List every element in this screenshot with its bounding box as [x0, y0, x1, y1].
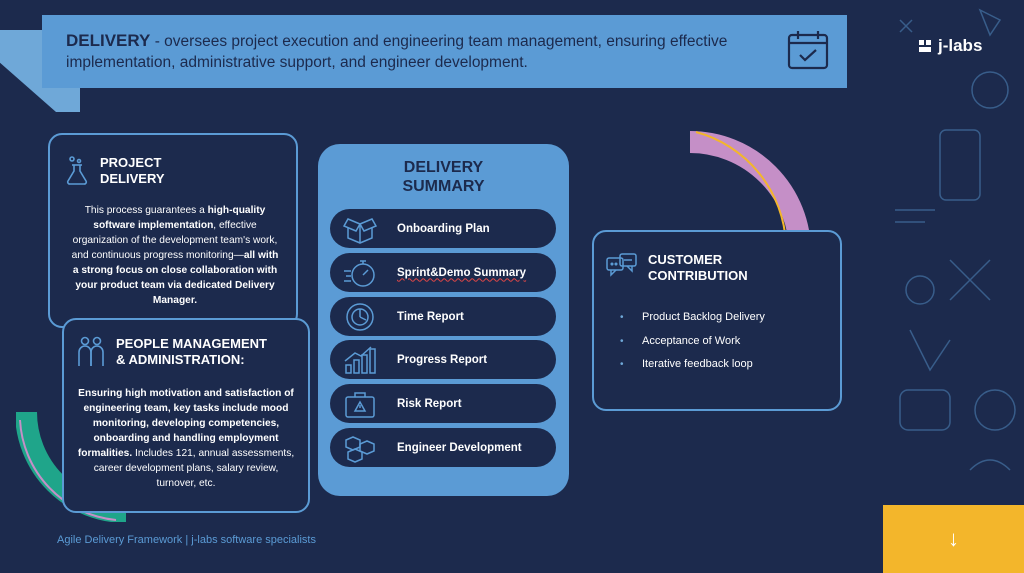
summary-item-label: Engineer Development [397, 441, 522, 454]
header-banner: DELIVERY - oversees project execution an… [42, 15, 847, 88]
cubes-icon [345, 435, 375, 463]
list-item: Iterative feedback loop [620, 353, 765, 377]
page-title: DELIVERY [66, 31, 151, 50]
project-delivery-title-2: DELIVERY [100, 171, 165, 186]
summary-item-onboarding-plan[interactable]: Onboarding Plan [330, 209, 556, 248]
people-management-text-part: Includes 121, annual assessments, career… [93, 448, 295, 489]
calendar-check-icon [787, 31, 829, 70]
summary-item-risk-report[interactable]: Risk Report [330, 384, 556, 423]
customer-title-1: CUSTOMER [648, 252, 723, 267]
summary-item-label: Risk Report [397, 397, 462, 410]
summary-item-engineer-development[interactable]: Engineer Development [330, 428, 556, 467]
customer-contribution-card: CUSTOMER CONTRIBUTION Product Backlog De… [592, 230, 842, 411]
project-delivery-bold-part: high-quality software implementation [93, 205, 266, 231]
people-management-card: PEOPLE MANAGEMENT & ADMINISTRATION: Ensu… [62, 318, 310, 513]
arrow-down-icon: ↓ [948, 526, 959, 551]
people-management-title-2: & ADMINISTRATION: [116, 352, 245, 367]
chat-bubbles-icon [606, 253, 637, 277]
page-description: - oversees project execution and enginee… [66, 33, 728, 71]
summary-item-label: Onboarding Plan [397, 222, 490, 235]
summary-item-label: Progress Report [397, 353, 488, 366]
people-icon [78, 336, 104, 366]
customer-title-2: CONTRIBUTION [648, 268, 748, 283]
delivery-summary-title: DELIVERY SUMMARY [318, 158, 569, 196]
flask-icon [66, 156, 88, 185]
footer-text: Agile Delivery Framework | j-labs softwa… [57, 534, 316, 546]
pink-arc-decoration [689, 131, 811, 253]
delivery-summary-panel: DELIVERY SUMMARY Onboarding Plan Sprint&… [318, 144, 569, 496]
project-delivery-text: This process guarantees a high-quality s… [68, 203, 282, 308]
brand-name: j-labs [938, 36, 983, 55]
people-management-text: Ensuring high motivation and satisfactio… [74, 386, 298, 491]
j-labs-logo-icon [919, 40, 931, 52]
summary-item-sprint-demo[interactable]: Sprint&Demo Summary [330, 253, 556, 292]
project-delivery-text-part: , effective organization of the developm… [71, 220, 278, 261]
open-box-icon [343, 217, 377, 244]
project-delivery-card: PROJECT DELIVERY This process guarantees… [48, 133, 298, 328]
summary-item-progress-report[interactable]: Progress Report [330, 340, 556, 379]
customer-contribution-list: Product Backlog Delivery Acceptance of W… [620, 306, 765, 377]
summary-item-time-report[interactable]: Time Report [330, 297, 556, 336]
delivery-summary-title-1: DELIVERY [403, 159, 484, 176]
people-management-bold-part: Ensuring high motivation and satisfactio… [77, 388, 294, 459]
summary-item-label: Time Report [397, 310, 464, 323]
summary-item-label: Sprint&Demo Summary [397, 266, 527, 279]
project-delivery-bold-part: all with a strong focus on close collabo… [72, 250, 279, 306]
delivery-summary-title-2: SUMMARY [402, 178, 485, 195]
doodle-background-icon [895, 8, 1016, 471]
people-management-title-1: PEOPLE MANAGEMENT [116, 336, 267, 351]
next-slide-button[interactable]: ↓ [883, 505, 1024, 573]
project-delivery-text-part: This process guarantees a [84, 205, 208, 216]
growth-chart-icon [344, 345, 376, 374]
clock-chart-icon [346, 302, 374, 331]
project-delivery-title-1: PROJECT [100, 155, 162, 170]
brand-logo: j-labs [918, 36, 982, 56]
list-item: Product Backlog Delivery [620, 306, 765, 330]
briefcase-warning-icon [345, 391, 375, 418]
list-item: Acceptance of Work [620, 330, 765, 354]
stopwatch-icon [344, 259, 375, 287]
